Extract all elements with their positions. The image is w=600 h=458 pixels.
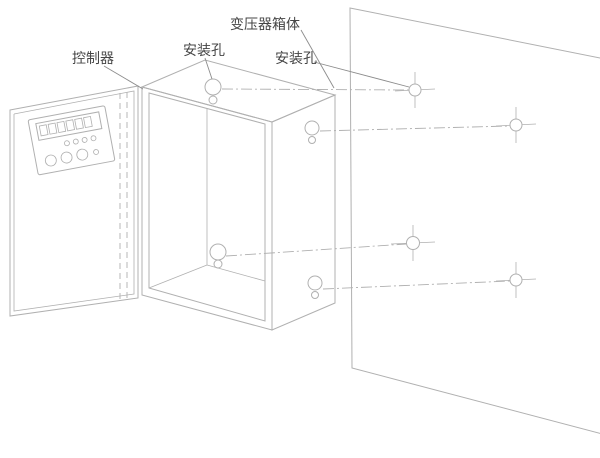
controller-display-segments bbox=[38, 115, 93, 137]
box-front-frame bbox=[141, 86, 273, 331]
leader-controller bbox=[103, 65, 144, 90]
label-mounting-hole-box: 安装孔 bbox=[183, 43, 225, 59]
box-keyhole-center bbox=[209, 243, 227, 269]
box-interior-depth-edge bbox=[148, 264, 208, 289]
wall-outline bbox=[349, 7, 600, 434]
controller-large-buttons bbox=[44, 148, 99, 167]
label-transformer-box: 变压器箱体 bbox=[230, 17, 300, 33]
leader-mounting-hole-wall bbox=[313, 61, 410, 88]
wall-hole-bottom-left bbox=[390, 225, 436, 261]
label-mounting-hole-wall: 安装孔 bbox=[275, 51, 317, 67]
controller-small-buttons bbox=[64, 135, 97, 147]
transformer-box bbox=[140, 59, 337, 331]
alignment-line-bottom-left bbox=[225, 243, 407, 257]
controller-panel-frame bbox=[27, 105, 116, 176]
alignment-line-top-left bbox=[221, 88, 410, 91]
leader-transformer-box bbox=[300, 29, 335, 89]
annotation-labels: 控制器 安装孔 安装孔 变压器箱体 bbox=[72, 17, 317, 67]
wall-hole-top-right bbox=[495, 107, 537, 143]
box-keyhole-right-upper bbox=[304, 120, 320, 144]
wall-hole-bottom-right bbox=[495, 262, 537, 298]
annotation-leaders bbox=[103, 29, 410, 90]
alignment-line-bottom-right bbox=[322, 280, 511, 290]
controller-door bbox=[9, 85, 139, 317]
box-keyhole-right-lower bbox=[307, 275, 323, 299]
controller-panel bbox=[27, 105, 116, 176]
box-right-face bbox=[271, 94, 336, 331]
label-controller: 控制器 bbox=[72, 51, 114, 67]
wall-hole-top-left bbox=[394, 72, 436, 108]
alignment-line-top-right bbox=[319, 125, 511, 132]
mounting-wall bbox=[349, 7, 600, 434]
hole-alignment-lines bbox=[221, 88, 511, 290]
box-opening-rim bbox=[148, 92, 266, 322]
box-keyhole-top bbox=[204, 78, 222, 105]
controller-display bbox=[35, 111, 103, 141]
door-inner-outline bbox=[13, 90, 135, 312]
door-outline bbox=[9, 85, 139, 317]
leader-mounting-hole-box bbox=[204, 57, 213, 80]
